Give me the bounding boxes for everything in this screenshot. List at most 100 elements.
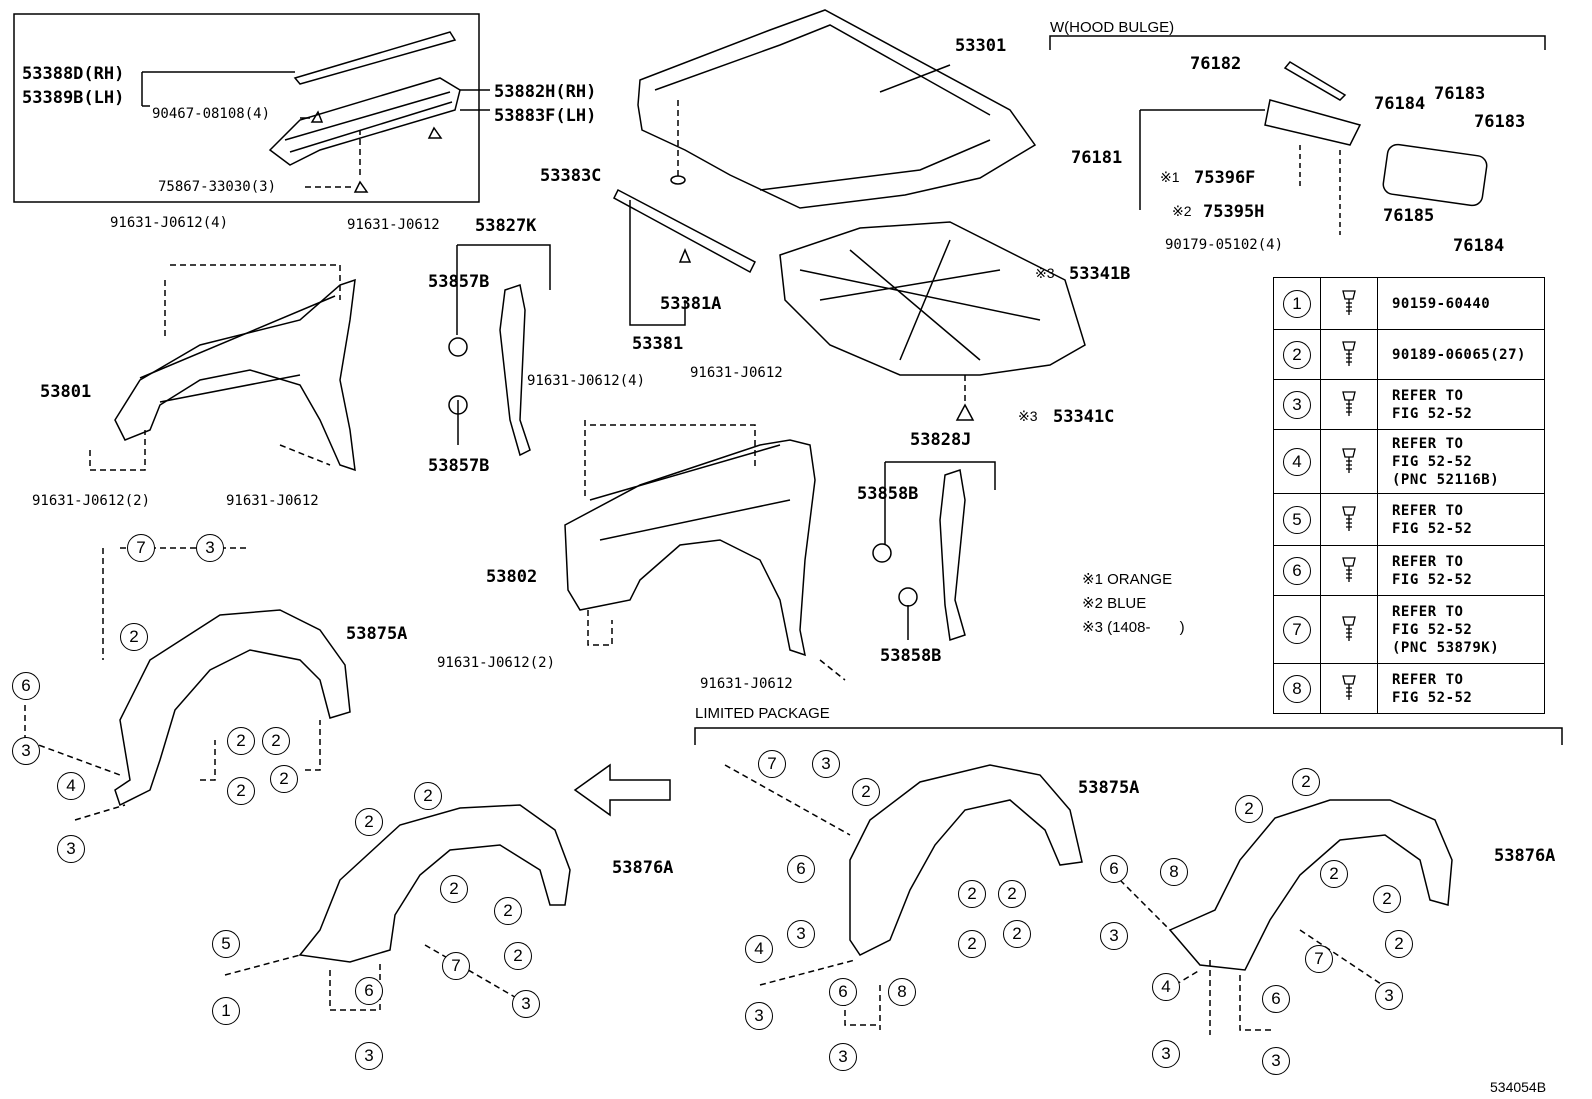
mark-3-53341b: ※3 xyxy=(1035,265,1055,281)
leader-53388d xyxy=(141,71,295,107)
label-53388d: 53388D(RH) xyxy=(22,64,125,84)
label-76185: 76185 xyxy=(1383,206,1435,226)
callout-7: 7 xyxy=(758,750,786,778)
callout-2: 2 xyxy=(958,930,986,958)
label-53381: 53381 xyxy=(632,334,684,354)
callout-2: 2 xyxy=(1373,885,1401,913)
legend-row: 7 REFER TO FIG 52-52 (PNC 53879K) xyxy=(1273,595,1545,664)
leader-53882h xyxy=(460,89,490,111)
callout-8: 8 xyxy=(1160,858,1188,886)
callout-3: 3 xyxy=(812,750,840,778)
callout-6: 6 xyxy=(787,855,815,883)
legend-number-circle: 5 xyxy=(1283,505,1311,534)
limited-package-bracket xyxy=(694,727,1563,745)
callout-6: 6 xyxy=(1100,855,1128,883)
leader-75867 xyxy=(305,130,361,188)
callout-2: 2 xyxy=(270,765,298,793)
legend-number-circle: 3 xyxy=(1283,390,1311,419)
fender-53802-dashes xyxy=(584,420,846,681)
legend-number-circle: 2 xyxy=(1283,340,1311,369)
label-91631-4a: 91631-J0612(4) xyxy=(110,215,229,231)
hood-panel xyxy=(637,9,1037,209)
seal-strip xyxy=(293,31,457,85)
hood-contours xyxy=(654,24,991,191)
mark-3-53341c: ※3 xyxy=(1018,408,1038,424)
label-91631-d: 91631-J0612 xyxy=(700,676,793,692)
legend-text: 90189-06065(27) xyxy=(1377,329,1545,380)
label-53883f: 53883F(LH) xyxy=(494,106,597,126)
callout-3: 3 xyxy=(196,534,224,562)
insulator-ribs xyxy=(799,239,1041,361)
legend-text: REFER TO FIG 52-52 xyxy=(1377,545,1545,596)
legend-text: 90159-60440 xyxy=(1377,277,1545,330)
callout-3: 3 xyxy=(745,1002,773,1030)
callout-3: 3 xyxy=(829,1043,857,1071)
clip-53341c xyxy=(955,403,975,421)
legend-number-circle: 8 xyxy=(1283,674,1311,703)
note-orange: ※1 ORANGE xyxy=(1082,571,1173,588)
callout-2: 2 xyxy=(262,727,290,755)
legend-number-circle: 4 xyxy=(1283,447,1311,476)
callout-6: 6 xyxy=(12,672,40,700)
liner-right-dashes xyxy=(724,764,881,1030)
label-76183-b: 76183 xyxy=(1474,112,1526,132)
callout-7: 7 xyxy=(442,952,470,980)
legend-number: 1 xyxy=(1273,277,1321,330)
bulge-seal xyxy=(1382,143,1488,207)
label-53882h: 53882H(RH) xyxy=(494,82,597,102)
legend-number: 3 xyxy=(1273,379,1321,430)
label-75867: 75867-33030(3) xyxy=(158,179,277,195)
callout-7: 7 xyxy=(1305,945,1333,973)
callout-2: 2 xyxy=(414,782,442,810)
fender-53802-edge xyxy=(589,444,791,541)
label-53858b-1: 53858B xyxy=(857,484,919,504)
callout-6: 6 xyxy=(355,977,383,1005)
callout-3: 3 xyxy=(1375,982,1403,1010)
callout-2: 2 xyxy=(852,778,880,806)
legend-row: 4 REFER TO FIG 52-52 (PNC 52116B) xyxy=(1273,429,1545,494)
label-75396f: 75396F xyxy=(1194,168,1256,188)
hood-bumper xyxy=(670,175,686,185)
legend-text: REFER TO FIG 52-52 (PNC 53879K) xyxy=(1377,595,1545,664)
label-91631-b: 91631-J0612 xyxy=(226,493,319,509)
legend-text: REFER TO FIG 52-52 (PNC 52116B) xyxy=(1377,429,1545,494)
louver-ribs xyxy=(284,91,453,153)
seal-53827k xyxy=(499,284,531,457)
callout-4: 4 xyxy=(57,772,85,800)
label-76184-b: 76184 xyxy=(1453,236,1505,256)
fender-53801-dashes xyxy=(89,264,341,471)
callout-2: 2 xyxy=(1385,930,1413,958)
label-53857b-2: 53857B xyxy=(428,456,490,476)
mark-1: ※1 xyxy=(1160,169,1180,185)
callout-2: 2 xyxy=(227,777,255,805)
callout-2: 2 xyxy=(227,727,255,755)
leader-53827k xyxy=(456,244,551,445)
label-53875a-1: 53875A xyxy=(346,624,408,644)
callout-2: 2 xyxy=(494,897,522,925)
callout-3: 3 xyxy=(1100,922,1128,950)
label-91631-top: 91631-J0612 xyxy=(347,217,440,233)
callout-2: 2 xyxy=(1320,860,1348,888)
label-91631-2b: 91631-J0612(2) xyxy=(437,655,556,671)
label-53876a-1: 53876A xyxy=(612,858,674,878)
label-76181: 76181 xyxy=(1071,148,1123,168)
callout-2: 2 xyxy=(958,880,986,908)
callout-6: 6 xyxy=(829,978,857,1006)
label-76182: 76182 xyxy=(1190,54,1242,74)
figure-id: 534054B xyxy=(1490,1079,1547,1095)
clip-53857b-b xyxy=(448,395,468,415)
label-53827k: 53827K xyxy=(475,216,537,236)
direction-arrow xyxy=(573,763,671,817)
label-53389b: 53389B(LH) xyxy=(22,88,125,108)
callout-2: 2 xyxy=(120,623,148,651)
legend-number: 7 xyxy=(1273,595,1321,664)
note-1408: ※3 (1408- ) xyxy=(1082,619,1185,636)
leader-76181 xyxy=(1139,109,1265,210)
label-53858b-2: 53858B xyxy=(880,646,942,666)
label-76184-a: 76184 xyxy=(1374,94,1426,114)
label-90467: 90467-08108(4) xyxy=(152,106,271,122)
fastener-icon xyxy=(1320,379,1378,430)
